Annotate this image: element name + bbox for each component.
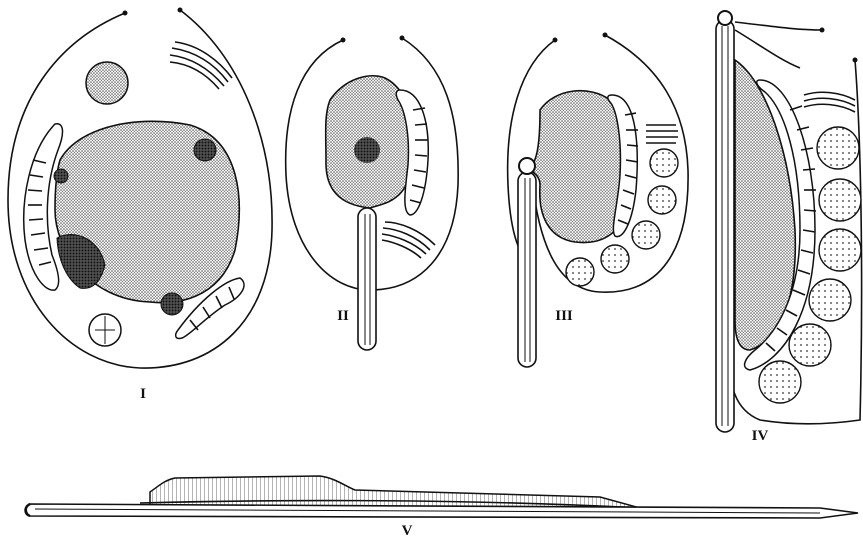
stage-1-golgi — [170, 42, 232, 89]
stage-4-golgi — [804, 92, 855, 112]
stage-3-golgi — [646, 125, 678, 143]
stage-4-cell — [716, 11, 862, 432]
stage-3-granule-1 — [650, 149, 678, 177]
stage-1-centriole-top — [194, 139, 216, 161]
stage-4-granule-1 — [817, 127, 859, 169]
stage-1-granule — [86, 62, 128, 104]
stage-5-head — [150, 476, 640, 508]
stage-2-golgi — [382, 222, 435, 258]
stage-1-centriole-left — [54, 169, 68, 183]
stage-4-granule-5 — [789, 324, 831, 366]
stage-4-label: IV — [752, 428, 769, 444]
stage-1-centriole-bottom — [161, 293, 183, 315]
stage-3-granule-5 — [566, 258, 594, 286]
stage-3-flagellum — [518, 172, 536, 367]
stage-1-label: I — [140, 386, 146, 402]
stage-4-granule-2 — [819, 179, 861, 221]
stage-3-label: III — [555, 308, 573, 324]
stage-2-chromatin — [354, 137, 380, 163]
stage-4-flagellum — [716, 20, 734, 432]
stage-4-acrosome — [718, 11, 732, 25]
stage-2-cell — [286, 36, 459, 351]
stage-3-granule-2 — [648, 186, 676, 214]
stage-1-cell — [8, 8, 272, 369]
stage-3-granule-3 — [632, 221, 660, 249]
stage-3-acrosome — [519, 158, 535, 174]
stage-3-granule-4 — [601, 245, 629, 273]
stage-2-label: II — [337, 308, 349, 324]
stage-4-granule-6 — [759, 361, 801, 403]
stage-4-granule-4 — [809, 279, 851, 321]
stage-5-spermatozoon — [26, 476, 859, 518]
stage-5-label: V — [402, 523, 413, 539]
stage-2-flagellum — [358, 208, 376, 350]
stage-3-nucleus — [530, 91, 627, 243]
stage-4-granule-3 — [819, 229, 861, 271]
stage-3-cell — [508, 33, 688, 368]
